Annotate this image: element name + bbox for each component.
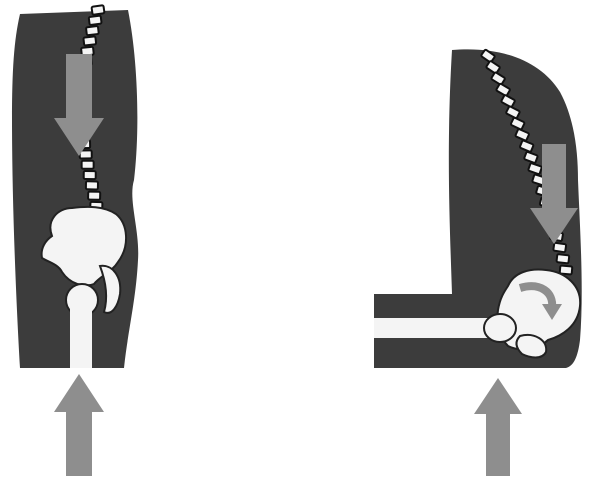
vertebra xyxy=(86,26,99,35)
sitting-femur xyxy=(374,318,500,338)
vertebra xyxy=(553,243,566,253)
standing-figure xyxy=(12,5,138,476)
sitting-figure xyxy=(374,49,582,476)
vertebra xyxy=(89,16,102,25)
arrow-up-icon xyxy=(54,374,104,476)
vertebra xyxy=(82,161,94,169)
vertebra xyxy=(556,254,569,263)
arrow-up-icon xyxy=(474,378,522,476)
sitting-femur-head xyxy=(484,314,516,342)
standing-femur xyxy=(70,300,92,368)
vertebra xyxy=(83,36,96,45)
vertebra xyxy=(84,171,96,179)
vertebra xyxy=(92,5,105,15)
vertebra xyxy=(560,265,573,274)
vertebra xyxy=(86,181,98,189)
vertebra xyxy=(88,192,100,200)
